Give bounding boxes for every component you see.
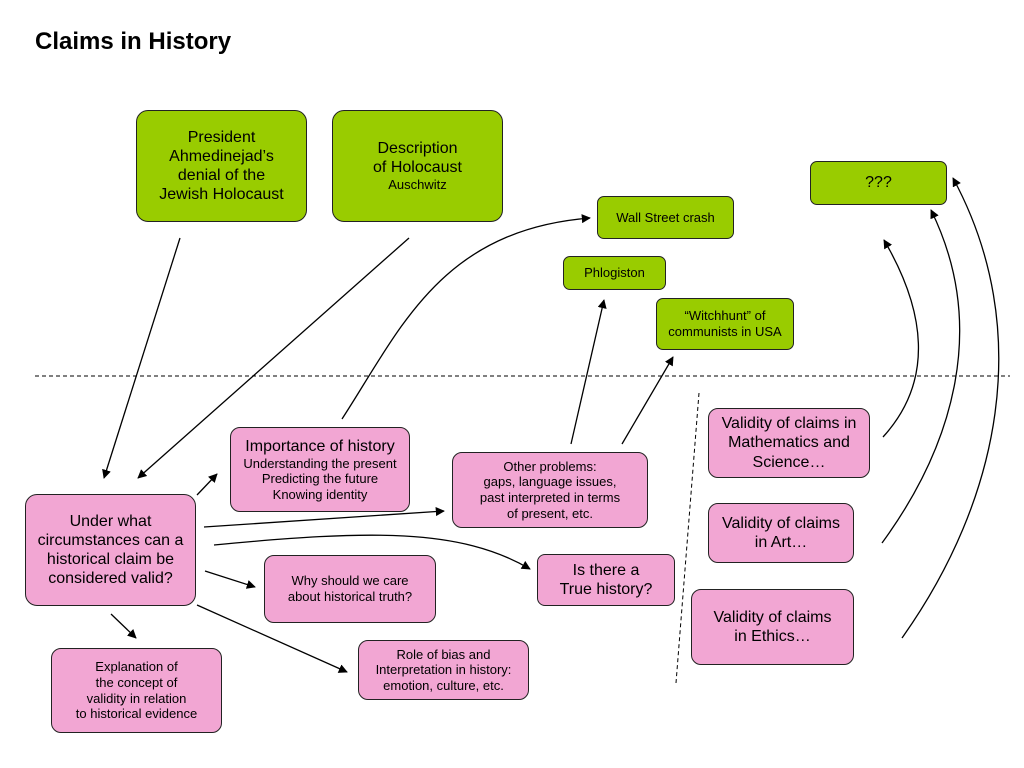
node-line: Predicting the future [261, 471, 379, 487]
node-holocaust-description: Description of Holocaust Auschwitz [332, 110, 503, 222]
node-subtext: Auschwitz [388, 177, 447, 193]
node-explanation: Explanation of the concept of validity i… [51, 648, 222, 733]
node-line: about historical truth? [287, 589, 413, 604]
node-line: of Holocaust [373, 159, 462, 177]
node-heading: Importance of history [245, 437, 395, 455]
node-line: Role of bias and [396, 646, 491, 662]
node-validity-ethics: Validity of claims in Ethics… [691, 589, 854, 665]
node-line: to historical evidence [75, 706, 198, 722]
node-line: denial of the [177, 167, 266, 184]
node-line: the concept of [95, 674, 178, 690]
arrow-central-to-explanation [110, 613, 137, 639]
arrow-central-to-other [203, 507, 445, 528]
node-true-history: Is there a True history? [537, 554, 675, 606]
arrow-central-to-truehistory [213, 534, 531, 570]
node-line: Validity of claims [713, 608, 832, 626]
node-line: Mathematics and [728, 434, 850, 452]
node-line: Knowing identity [272, 486, 368, 502]
node-unknown: ??? [810, 161, 947, 205]
arrow-importance-to-wallstreet [341, 214, 591, 420]
arrow-holocaust-to-central [137, 237, 410, 479]
node-wall-street-crash: Wall Street crash [597, 196, 734, 239]
node-line: gaps, language issues, [483, 474, 617, 490]
node-line: Understanding the present [243, 455, 397, 471]
node-central-question: Under what circumstances can a historica… [25, 494, 196, 606]
node-line: Under what [69, 512, 152, 530]
node-line: in Ethics… [734, 628, 811, 645]
arrow-other-to-witchhunt [621, 356, 674, 445]
arrow-mathsci-to-unknown [882, 239, 920, 438]
node-line: Jewish Holocaust [159, 186, 284, 204]
node-line: Other problems: [503, 458, 597, 474]
arrow-ethics-to-unknown [901, 177, 1000, 639]
node-line: Ahmedinejad’s [169, 147, 274, 165]
node-line: Validity of claims [722, 514, 840, 532]
node-why-care: Why should we care about historical trut… [264, 555, 436, 623]
node-text: Wall Street crash [616, 209, 715, 225]
node-line: True history? [559, 581, 653, 598]
node-text: ??? [865, 174, 892, 192]
node-line: circumstances can a [37, 531, 184, 549]
node-line: President [187, 128, 256, 146]
arrow-central-to-whycare [204, 570, 256, 589]
node-line: “Witchhunt” of [684, 308, 766, 324]
node-line: communists in USA [668, 324, 782, 339]
arrow-art-to-unknown [881, 209, 961, 544]
node-witchhunt: “Witchhunt” of communists in USA [656, 298, 794, 350]
arrow-central-to-bias [196, 604, 348, 673]
node-ahmadinejad-denial: President Ahmedinejad’s denial of the Je… [136, 110, 307, 222]
arrow-central-to-importance [196, 473, 218, 496]
node-line: considered valid? [48, 570, 173, 588]
node-line: Why should we care [291, 573, 409, 589]
node-line: Is there a [572, 561, 640, 579]
node-line: Interpretation in history: [375, 662, 512, 678]
arrow-other-to-phlogiston [570, 299, 607, 445]
node-line: Description [377, 140, 458, 157]
node-line: emotion, culture, etc. [383, 677, 504, 693]
node-line: Validity of claims in [721, 415, 857, 433]
arrow-ahmadinejad-to-central [102, 237, 181, 479]
node-validity-art: Validity of claims in Art… [708, 503, 854, 563]
node-line: past interpreted in terms [479, 490, 621, 505]
node-line: validity in relation [86, 690, 187, 706]
node-text: Phlogiston [584, 265, 645, 281]
node-validity-math-science: Validity of claims in Mathematics and Sc… [708, 408, 870, 478]
node-importance-of-history: Importance of history Understanding the … [230, 427, 410, 512]
node-line: historical claim be [46, 551, 175, 568]
node-role-of-bias: Role of bias and Interpretation in histo… [358, 640, 529, 700]
node-other-problems: Other problems: gaps, language issues, p… [452, 452, 648, 528]
node-line: Science… [752, 453, 826, 471]
node-phlogiston: Phlogiston [563, 256, 666, 290]
page-title: Claims in History [35, 28, 232, 55]
node-line: in Art… [754, 534, 808, 551]
node-line: Explanation of [95, 659, 178, 675]
node-line: of present, etc. [507, 505, 593, 521]
